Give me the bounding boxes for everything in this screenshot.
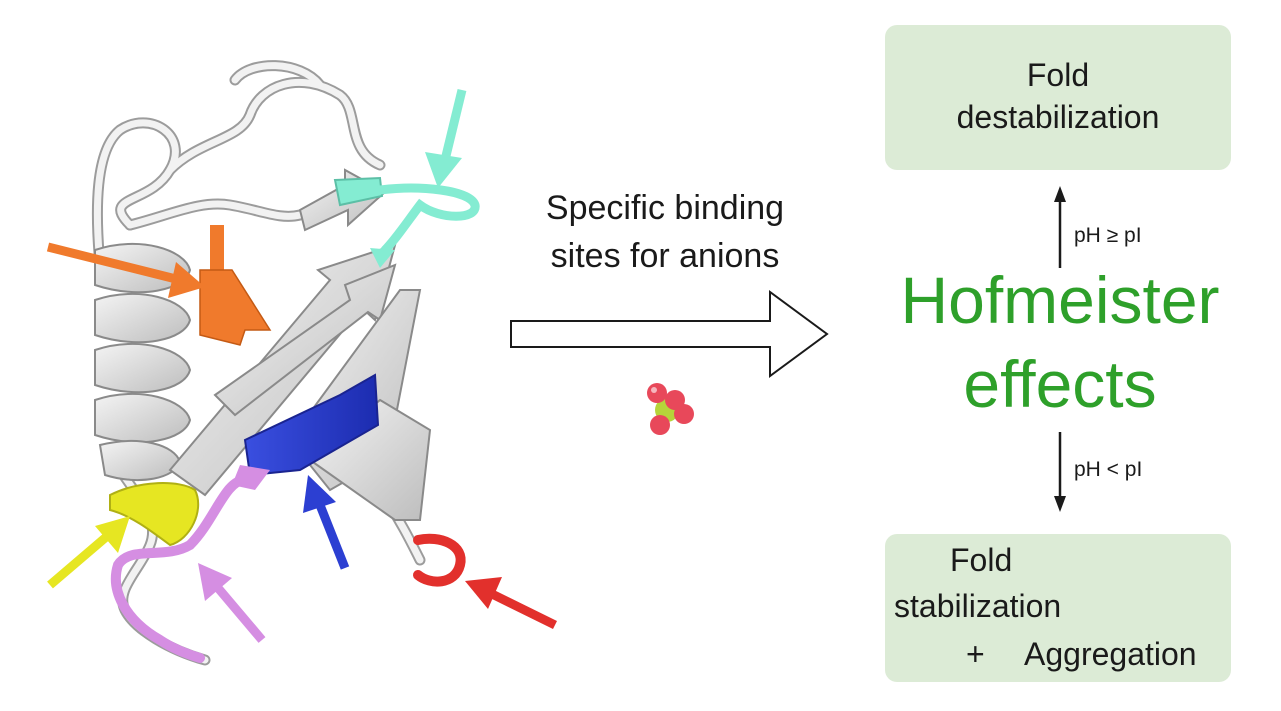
up-arrow bbox=[1054, 186, 1066, 268]
top-box-line2: destabilization bbox=[956, 99, 1160, 135]
down-arrow bbox=[1054, 432, 1066, 512]
hofmeister-line1: Hofmeister bbox=[900, 263, 1220, 337]
process-arrow bbox=[510, 290, 829, 378]
bottom-box-line1: Fold bbox=[950, 542, 1013, 578]
middle-label-line1: Specific binding bbox=[545, 189, 785, 227]
middle-label-line2: sites for anions bbox=[550, 237, 780, 275]
top-box-line1: Fold bbox=[1026, 57, 1090, 93]
ph-down-label: pH < pI bbox=[1074, 458, 1143, 481]
ph-up-label: pH ≥ pI bbox=[1074, 224, 1142, 247]
anion-molecule-icon bbox=[647, 383, 694, 435]
bottom-box-plus: + bbox=[966, 636, 985, 672]
bottom-box-line2: stabilization bbox=[894, 588, 1062, 624]
top-outcome-box bbox=[885, 25, 1231, 170]
bottom-outcome-box bbox=[885, 534, 1231, 682]
hofmeister-line2: effects bbox=[963, 347, 1157, 421]
bottom-box-line3: Aggregation bbox=[1024, 636, 1197, 672]
